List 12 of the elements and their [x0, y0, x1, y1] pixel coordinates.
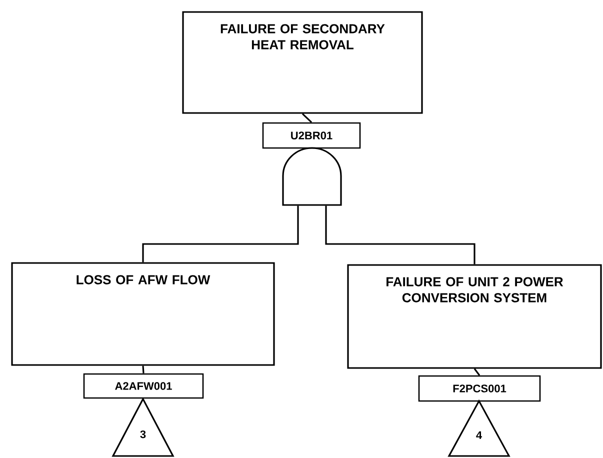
connector-line — [142, 366, 144, 374]
event-box: FAILURE OF UNIT 2 POWER CONVERSION SYSTEM — [347, 264, 602, 369]
connector-line — [302, 113, 312, 123]
id-box: U2BR01 — [262, 122, 361, 149]
connector-line — [142, 206, 299, 262]
connector-line — [474, 368, 480, 376]
and-gate — [282, 147, 342, 206]
connector-line — [325, 206, 476, 264]
id-box: A2AFW001 — [83, 373, 204, 399]
event-box: FAILURE OF SECONDARY HEAT REMOVAL — [182, 11, 423, 114]
id-box: F2PCS001 — [418, 375, 541, 402]
event-box: LOSS OF AFW FLOW — [11, 262, 275, 366]
